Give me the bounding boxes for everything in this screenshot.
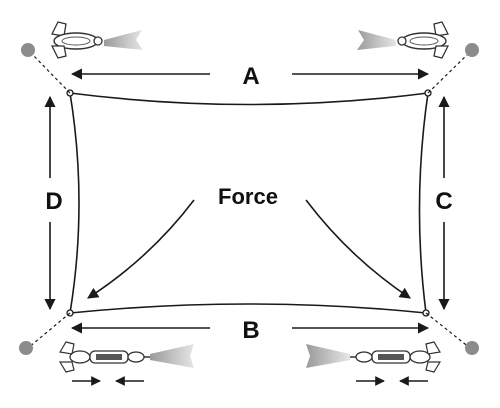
- turnbuckle-icon: [58, 341, 194, 373]
- carabiner-clip-icon: [50, 21, 143, 59]
- turnbuckle-icon: [306, 341, 442, 373]
- tension-line-top-left: [29, 51, 71, 94]
- anchor-ball-icon: [19, 341, 33, 355]
- carabiner-clip-icon: [357, 21, 450, 59]
- anchor-ball-icon: [21, 43, 35, 57]
- force-label: Force: [218, 184, 278, 209]
- tension-line-bottom-left: [27, 312, 71, 349]
- edge-label-d: D: [45, 188, 62, 215]
- tension-line-top-right: [427, 51, 471, 94]
- edge-label-c: C: [435, 188, 452, 215]
- edge-label-b: B: [242, 317, 259, 344]
- force-arrow-right: [305, 199, 411, 299]
- force-arrow-left: [87, 199, 195, 299]
- anchor-ball-icon: [465, 341, 479, 355]
- anchor-ball-icon: [465, 43, 479, 57]
- edge-label-a: A: [242, 63, 259, 90]
